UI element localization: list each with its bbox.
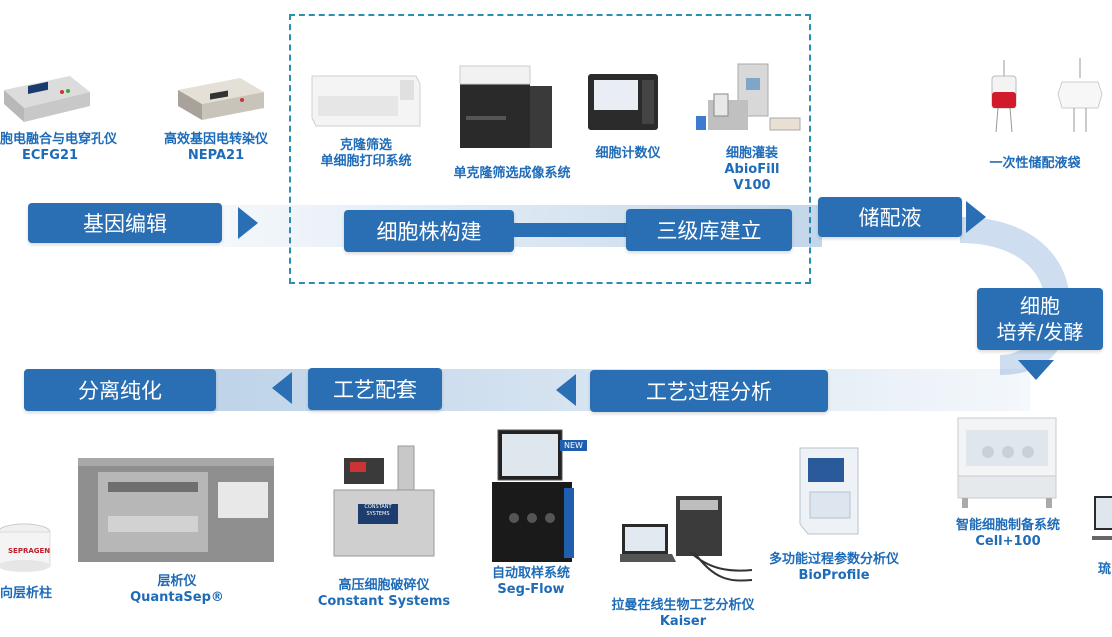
new-badge: NEW xyxy=(560,440,587,451)
right-cut-label: 琉 xyxy=(1098,562,1112,577)
quantasep-model: QuantaSep® xyxy=(130,590,224,605)
counter-label: 细胞计数仪 xyxy=(595,146,661,161)
stage-process-support[interactable]: 工艺配套 xyxy=(308,368,442,410)
clone-line1: 克隆筛选 xyxy=(339,138,392,153)
nepa-device-image xyxy=(178,78,264,120)
seg-flow-model: Seg-Flow xyxy=(497,582,565,597)
bioprofile-image xyxy=(799,447,859,535)
cell100-name: 智能细胞制备系统 xyxy=(955,518,1060,533)
quantasep-label: 层析仪 QuantaSep® xyxy=(112,574,242,606)
seg-flow-image xyxy=(492,429,574,562)
arrow-right-icon xyxy=(966,201,986,233)
cell-counter-image xyxy=(588,74,658,130)
kaiser-image xyxy=(620,496,753,582)
bag-label: 一次性储配液袋 xyxy=(989,156,1081,171)
arrow-left-icon xyxy=(272,372,292,404)
imaging-system-image xyxy=(459,65,552,148)
cell100-model: Cell+100 xyxy=(975,534,1041,549)
column-label: 向层析柱 xyxy=(0,586,53,601)
constant-model: Constant Systems xyxy=(317,594,451,609)
cell100-label: 智能细胞制备系统 Cell+100 xyxy=(946,518,1070,550)
stage-three-bank[interactable]: 三级库建立 xyxy=(626,209,792,251)
arrow-right-icon xyxy=(238,207,258,239)
bioprofile-label: 多功能过程参数分析仪 BioProfile xyxy=(758,552,910,584)
cell-line-group-box xyxy=(289,14,811,284)
stage-separation[interactable]: 分离纯化 xyxy=(24,369,216,411)
arrow-down-icon xyxy=(1018,360,1054,380)
quantasep-name: 层析仪 xyxy=(157,574,197,589)
clone-label: 克隆筛选 单细胞打印系统 xyxy=(306,138,426,170)
ecfg-name: 胞电融合与电穿孔仪 xyxy=(0,132,118,147)
kaiser-model: Kaiser xyxy=(659,614,707,629)
stage-process-analysis[interactable]: 工艺过程分析 xyxy=(590,370,828,412)
abiofill-image xyxy=(696,63,801,131)
stage-culture-line1: 细胞 xyxy=(1020,294,1060,318)
seg-flow-label: 自动取样系统 Seg-Flow xyxy=(476,566,586,598)
sepragen-logo: SEPRAGEN xyxy=(8,547,51,555)
arrow-left-icon xyxy=(556,374,576,406)
kaiser-name: 拉曼在线生物工艺分析仪 xyxy=(611,598,755,613)
storage-bags-image xyxy=(991,58,1103,133)
constant-systems-image xyxy=(333,445,435,557)
imaging-label: 单克隆筛选成像系统 xyxy=(453,166,571,181)
stage-gene-editing[interactable]: 基因编辑 xyxy=(28,203,222,243)
bioprofile-model: BioProfile xyxy=(798,568,870,583)
partial-monitor-image xyxy=(1092,496,1112,540)
clone-line2: 单细胞打印系统 xyxy=(320,154,412,169)
abiofill-line3: V100 xyxy=(733,178,771,193)
constant-label: 高压细胞破碎仪 Constant Systems xyxy=(316,578,452,610)
stage-culture-line2: 培养/发酵 xyxy=(996,320,1084,344)
cell100-image xyxy=(957,417,1057,508)
stage-culture[interactable]: 细胞 培养/发酵 xyxy=(977,288,1103,350)
bioprofile-name: 多功能过程参数分析仪 xyxy=(768,552,899,567)
stage-cell-line[interactable]: 细胞株构建 xyxy=(344,210,514,252)
stage-storage[interactable]: 储配液 xyxy=(818,197,962,237)
constant-logo: CONSTANT SYSTEMS xyxy=(364,504,392,517)
kaiser-label: 拉曼在线生物工艺分析仪 Kaiser xyxy=(600,598,766,630)
nepa-name: 高效基因电转染仪 xyxy=(163,132,268,147)
connector-line xyxy=(514,223,628,237)
quantasep-image xyxy=(78,458,274,562)
clone-printer-image xyxy=(311,75,421,127)
abiofill-label: 细胞灌装 AbioFill V100 xyxy=(708,146,796,194)
constant-name: 高压细胞破碎仪 xyxy=(338,578,430,593)
ecfg-device-image xyxy=(4,76,90,122)
abiofill-line1: 细胞灌装 xyxy=(725,146,778,161)
ecfg-label: 胞电融合与电穿孔仪 ECFG21 xyxy=(0,132,118,164)
column-image xyxy=(0,523,51,572)
nepa-model: NEPA21 xyxy=(187,148,245,163)
abiofill-line2: AbioFill xyxy=(724,162,780,177)
ecfg-model: ECFG21 xyxy=(22,148,79,163)
nepa-label: 高效基因电转染仪 NEPA21 xyxy=(156,132,276,164)
seg-flow-name: 自动取样系统 xyxy=(491,566,570,581)
